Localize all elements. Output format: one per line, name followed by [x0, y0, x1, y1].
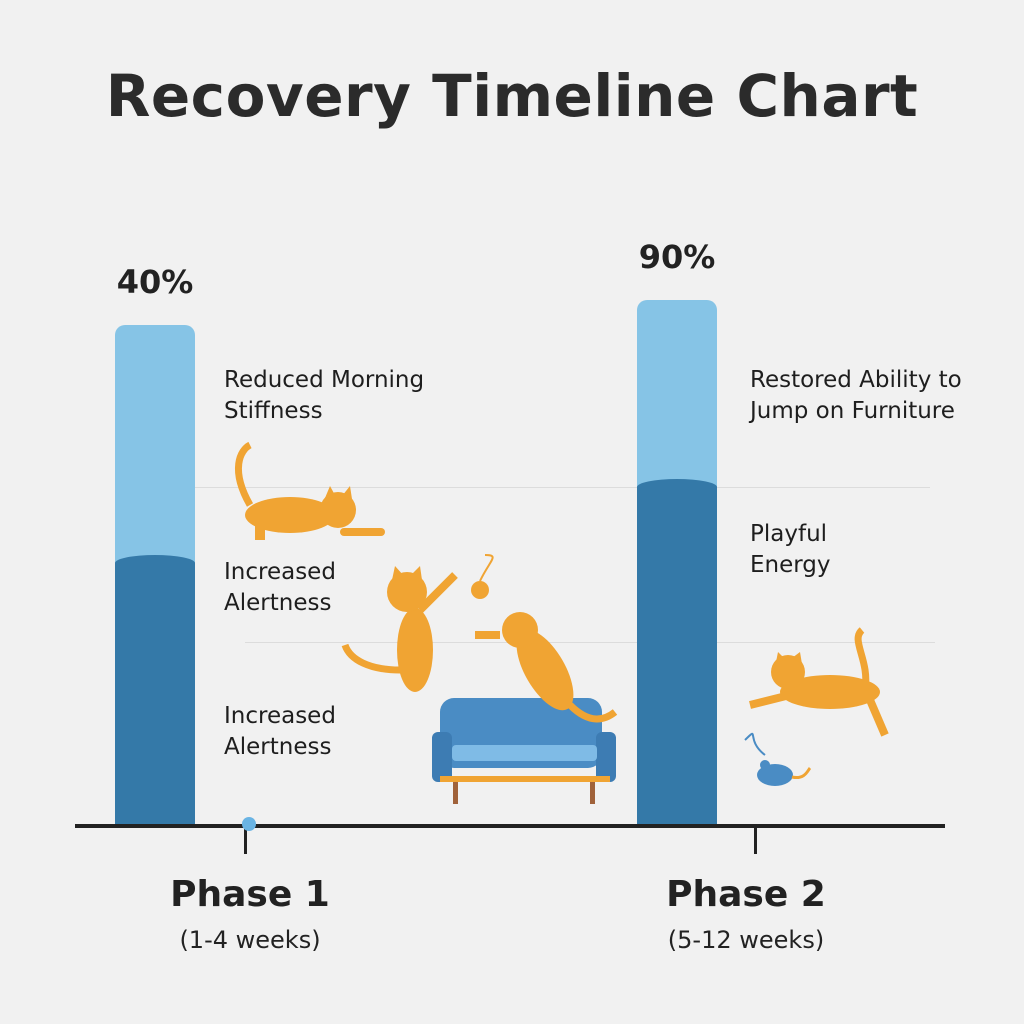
bar-phase-1 — [115, 325, 195, 825]
couch-icon — [432, 698, 616, 804]
chart-title: Recovery Timeline Chart — [105, 62, 919, 130]
x-label-phase-2: Phase 2 — [666, 874, 826, 915]
annotation: Playful Energy — [750, 521, 831, 578]
timeline-marker — [242, 817, 256, 831]
x-axis — [75, 824, 945, 828]
annotation: Increased Alertness — [224, 559, 336, 616]
x-sublabel-phase-1: (1-4 weeks) — [179, 926, 321, 954]
value-label-phase-1: 40% — [116, 263, 194, 301]
annotation: Increased Alertness — [224, 703, 336, 760]
toy-mouse-icon — [744, 732, 812, 786]
bar-phase-2 — [637, 300, 717, 825]
annotation: Restored Ability to Jump on Furniture — [750, 367, 962, 424]
gridline — [195, 487, 930, 488]
bar-phase-2-lower-segment — [637, 478, 717, 825]
x-sublabel-phase-2: (5-12 weeks) — [667, 926, 825, 954]
couch-cat-icon — [475, 612, 618, 723]
jumping-cat-icon — [341, 554, 494, 692]
running-cat-icon — [749, 627, 889, 737]
stretching-cat-icon — [234, 441, 385, 540]
annotation: Reduced Morning Stiffness — [224, 367, 425, 424]
gridline — [245, 642, 935, 643]
x-tick-phase-2 — [754, 826, 757, 854]
value-label-phase-2: 90% — [638, 238, 716, 276]
x-tick-phase-1 — [244, 826, 247, 854]
x-label-phase-1: Phase 1 — [170, 874, 330, 915]
bar-phase-1-lower-segment — [115, 555, 195, 825]
